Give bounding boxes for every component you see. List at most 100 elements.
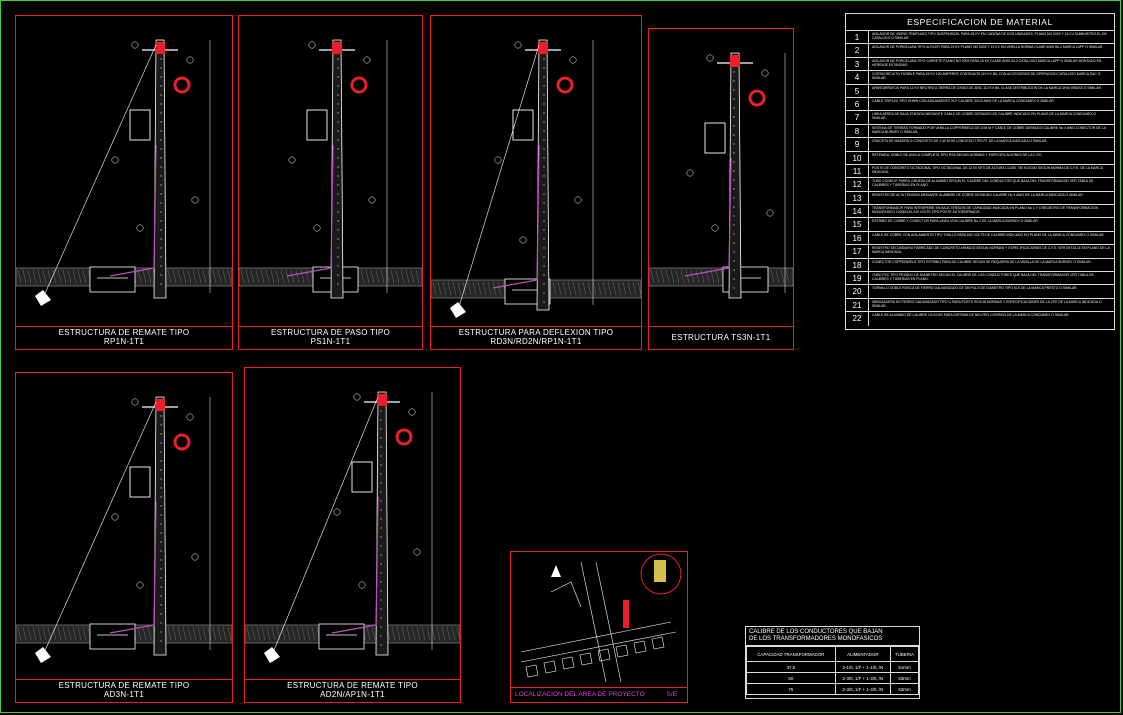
ground-hatch — [227, 626, 232, 641]
pole-texture — [543, 175, 545, 177]
pole-texture — [380, 464, 382, 466]
spec-item-description: REGISTRO DE ALTA TENSION MEDIANTE ALAMBR… — [872, 192, 1084, 197]
pole-texture — [543, 112, 545, 114]
transformer — [512, 109, 534, 141]
ground-hatch — [432, 281, 437, 296]
callout-bubble — [358, 581, 366, 589]
conductor-table-title: CALIBRE DE LOS CONDUCTORES QUE BAJAN DE … — [746, 627, 919, 646]
pole — [728, 52, 742, 299]
transformer — [129, 109, 151, 141]
pole-texture — [380, 581, 382, 583]
ground-hatch — [770, 269, 775, 284]
ground-hatch — [82, 269, 87, 284]
pole-texture — [160, 496, 162, 498]
pole — [330, 39, 344, 299]
pole-texture — [380, 410, 382, 412]
spec-item-description: CABLE DE COBRE CON AISLAMIENTO TIPO THW-… — [872, 232, 1105, 237]
pole-texture — [160, 229, 162, 231]
ground-hatch — [212, 626, 217, 641]
pole-texture — [543, 184, 545, 186]
ground-hatch — [411, 626, 416, 641]
conductor-gauge-table[interactable]: CALIBRE DE LOS CONDUCTORES QUE BAJAN DE … — [745, 626, 920, 699]
ground-hatch — [192, 269, 197, 284]
panel-paso-ps1n[interactable]: ESTRUCTURA DE PASO TIPO PS1N-1T1 — [238, 15, 423, 350]
pole-texture — [160, 184, 162, 186]
ground-hatch — [437, 281, 442, 296]
ground-hatch — [715, 269, 720, 284]
pole-texture — [160, 58, 162, 60]
city-block — [579, 652, 593, 666]
pole-texture — [543, 193, 545, 195]
pole-texture — [380, 491, 382, 493]
structure-drawing — [15, 396, 233, 663]
pole-texture — [543, 103, 545, 105]
pole-texture — [337, 229, 339, 231]
ground-hatch — [142, 269, 147, 284]
spec-item-number: 11 — [846, 164, 869, 178]
pole-texture — [380, 527, 382, 529]
pole-texture — [733, 170, 735, 172]
callout-bubble — [368, 196, 376, 204]
ground-hatch — [457, 281, 462, 296]
transformer — [351, 461, 373, 493]
guy-wire — [42, 44, 157, 299]
caption-line-1: ESTRUCTURA PARA DEFLEXION TIPO RD3N/RD2N… — [458, 328, 614, 346]
ground-hatch — [142, 626, 147, 641]
insulator — [155, 399, 165, 411]
callout-bubble — [111, 513, 119, 521]
pole — [536, 39, 550, 311]
pole-texture — [543, 85, 545, 87]
spec-item-number: 12 — [846, 178, 869, 191]
pole-texture — [733, 224, 735, 226]
callout-bubble — [514, 41, 522, 49]
spec-item-number: 21 — [846, 298, 869, 312]
ground-hatch — [187, 269, 192, 284]
ground-hatch — [22, 269, 27, 284]
guy-wire — [271, 396, 379, 656]
ground-hatch — [182, 626, 187, 641]
ground-hatch — [477, 281, 482, 296]
ground-hatch — [27, 626, 32, 641]
ground-hatch — [202, 626, 207, 641]
city-block — [651, 636, 665, 650]
callout-bubble — [186, 413, 194, 421]
pole-texture — [337, 247, 339, 249]
spec-item-description: ESTRIBO DE COBRE Y CONECTOR PARA LINEA V… — [872, 219, 1039, 224]
table-row: 75 2-3/0, 1/F + 1-3/0, /N 63mm — [746, 683, 919, 695]
pole-texture — [337, 148, 339, 150]
pole-texture — [337, 202, 339, 204]
pole-texture — [160, 157, 162, 159]
cell: 2-3/0, 1/F + 1-3/0, /N — [834, 672, 892, 684]
ground-hatch — [52, 626, 57, 641]
ground-hatch — [172, 626, 177, 641]
location-map-panel[interactable]: LOCALIZACION DEL AREA DE PROYECTO S/E — [510, 551, 688, 703]
location-caption: LOCALIZACION DEL AREA DE PROYECTO S/E — [511, 687, 687, 702]
panel-caption: ESTRUCTURA DE REMATE TIPO AD3N-1T1 — [16, 679, 232, 702]
insulator-spool — [350, 76, 368, 94]
panel-remate-ad3n[interactable]: ESTRUCTURA DE REMATE TIPO AD3N-1T1 — [15, 372, 233, 703]
panel-deflexion-rd3n[interactable]: ESTRUCTURA PARA DEFLEXION TIPO RD3N/RD2N… — [430, 15, 642, 350]
panel-ts3n[interactable]: ESTRUCTURA TS3N-1T1 — [648, 28, 794, 350]
pole-texture — [380, 509, 382, 511]
ground-hatch — [77, 269, 82, 284]
spec-item-description: AISLADOR DE PORCELANA TIPO ALFILER PARA … — [872, 45, 1104, 50]
ground-hatch — [177, 626, 182, 641]
ground-hatch — [280, 269, 285, 284]
ground-hatch — [637, 281, 642, 296]
pole-texture — [380, 419, 382, 421]
callout-bubble — [519, 236, 527, 244]
pole-texture — [160, 76, 162, 78]
ground-hatch — [700, 269, 705, 284]
panel-remate-ad2n[interactable]: ESTRUCTURA DE REMATE TIPO AD2N/AP1N-1T1 — [244, 367, 461, 703]
ground-hatch — [52, 269, 57, 284]
spec-item-description: TUBO CONDUIT PARED GRUESA DE ALUMINIO SE… — [872, 179, 1094, 188]
ground-hatch — [492, 281, 497, 296]
pole-texture — [160, 193, 162, 195]
ground-hatch — [177, 269, 182, 284]
spec-item-number: 3 — [846, 57, 869, 71]
panel-remate-rp1n[interactable]: ESTRUCTURA DE REMATE TIPO RP1N-1T1 — [15, 15, 233, 350]
